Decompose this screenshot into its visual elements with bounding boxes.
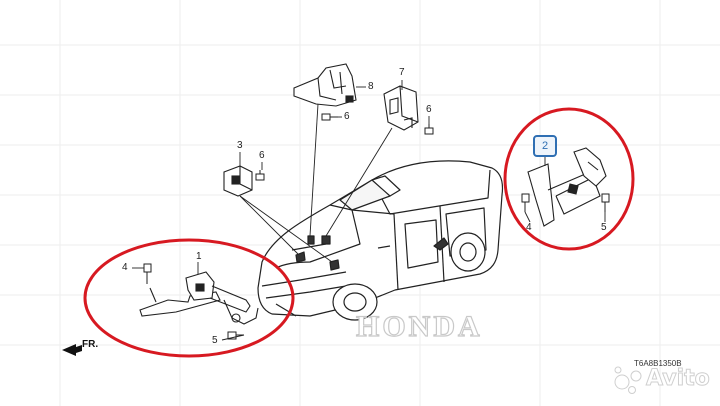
- callout-6c: 6: [259, 150, 265, 161]
- front-arrow-icon: [62, 344, 82, 356]
- callout-5a: 5: [212, 335, 218, 346]
- part-8-bracket: [293, 63, 357, 107]
- vehicle-outline: [257, 160, 504, 321]
- part-2-sensor-bracket: [527, 147, 607, 227]
- leader-lines: [132, 80, 606, 341]
- bolt-icon: [143, 263, 152, 284]
- callout-6a: 6: [344, 111, 350, 122]
- callout-3: 3: [237, 140, 243, 151]
- callout-5b: 5: [601, 222, 607, 233]
- callout-6b: 6: [426, 104, 432, 115]
- callout-4a: 4: [122, 262, 128, 273]
- part-7-module: [383, 85, 419, 131]
- avito-logo-icon: [614, 366, 642, 394]
- watermark-brand: HONDA: [355, 309, 483, 343]
- part-3-sensor: [223, 165, 253, 197]
- highlight-circle-rear-sensor: [83, 238, 295, 358]
- highlight-circle-front-sensor: [503, 107, 635, 251]
- callout-1: 1: [196, 251, 202, 262]
- callout-2-boxed: 2: [533, 135, 557, 157]
- watermark-site: Avito: [646, 366, 711, 392]
- fastener-bolts: [143, 113, 610, 340]
- bolt-icon: [424, 124, 434, 135]
- bolt-icon: [521, 193, 530, 212]
- diagram-code: T6A8B1350B: [634, 359, 682, 368]
- callout-8: 8: [368, 81, 374, 92]
- front-label: FR.: [82, 339, 99, 350]
- bolt-icon: [601, 193, 610, 212]
- callout-4b: 4: [526, 222, 532, 233]
- callout-7: 7: [399, 67, 405, 78]
- part-1-sensor-link: [139, 271, 259, 325]
- bolt-icon: [321, 113, 338, 121]
- bolt-icon: [255, 170, 265, 181]
